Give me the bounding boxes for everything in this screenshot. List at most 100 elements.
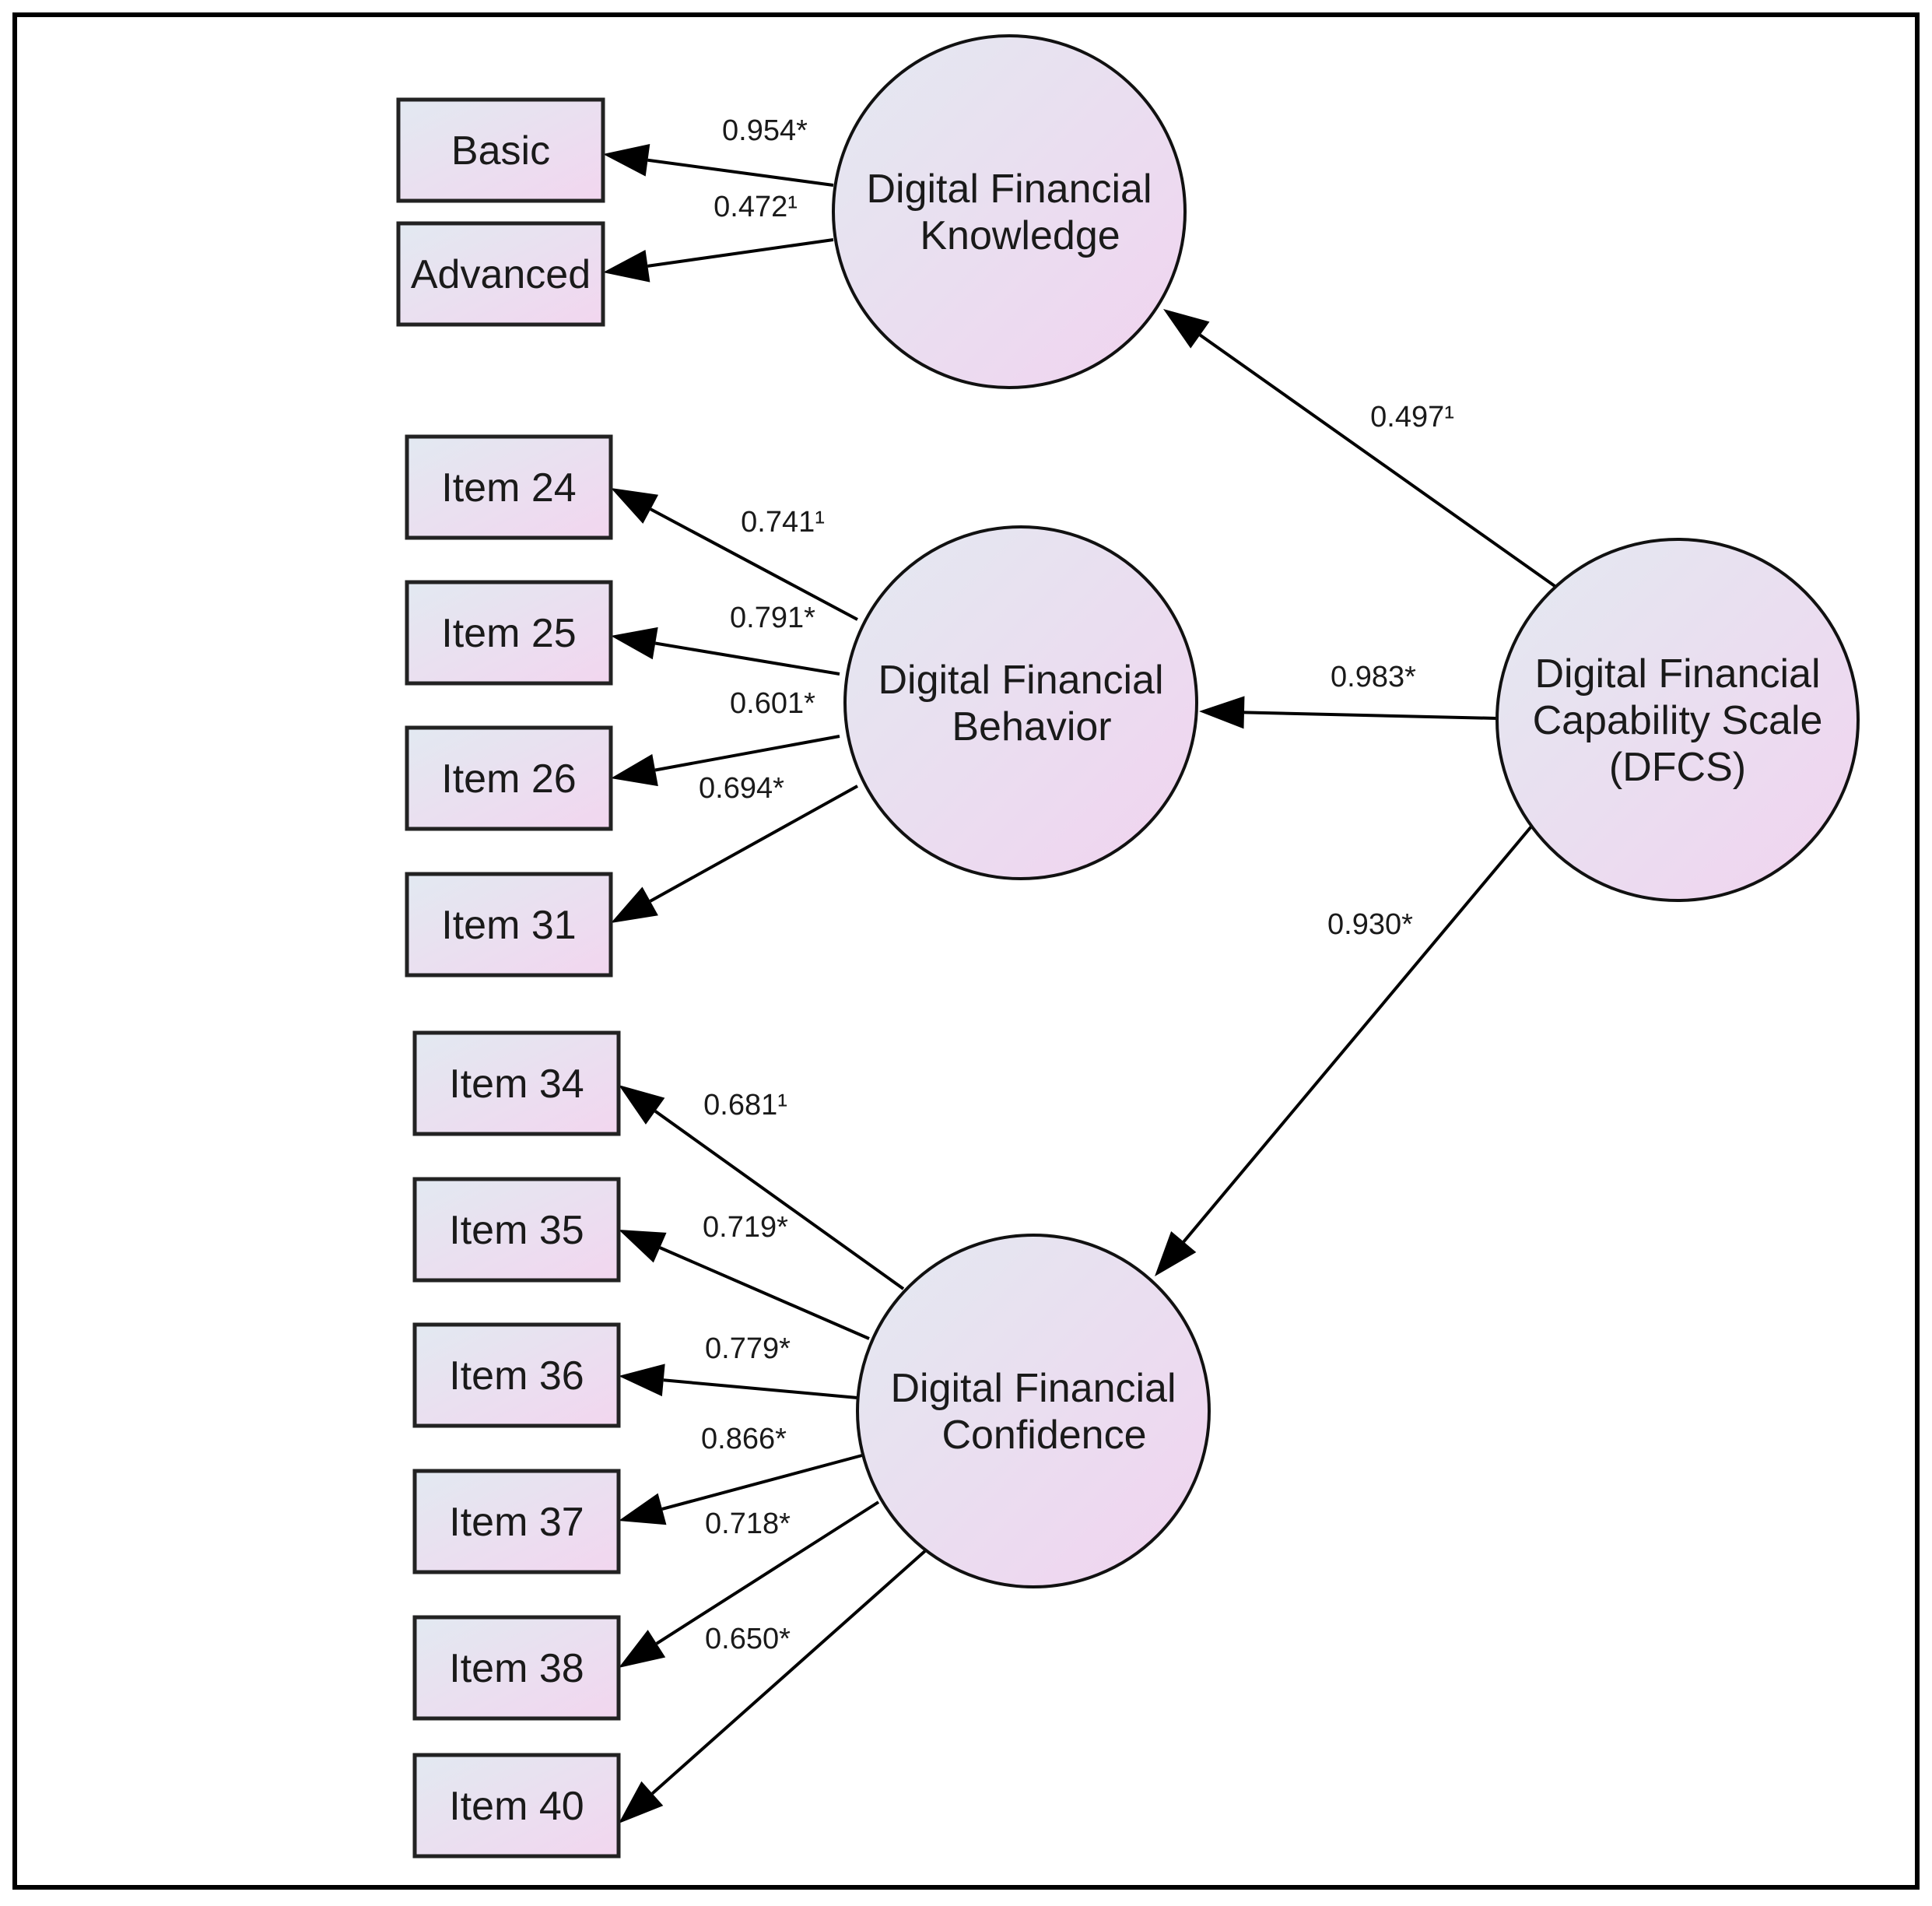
path-line-dfc-i35 [659,1246,870,1340]
observed-box [396,221,605,327]
arrowhead [611,886,658,923]
path-dfc-i36 [619,1364,858,1399]
latent-label-line: Digital Financial [866,167,1152,212]
arrowhead [611,627,658,660]
latent-label-line: Capability Scale [1533,698,1823,743]
observed-i36: Item 36 [412,1322,621,1428]
path-dfc-i35 [619,1230,870,1340]
path-line-dfcs-dfk [1199,333,1559,589]
path-line-dfk-advanced [647,238,834,268]
observed-label: Basic [451,128,550,174]
observed-label: Item 31 [441,903,576,948]
path-line-dfb-i26 [654,735,840,772]
observed-box [412,1753,621,1859]
path-dfcs-dfb [1199,696,1498,729]
path-line-dfb-i24 [650,507,858,621]
figure-frame [12,12,1920,1890]
observed-i38: Item 38 [412,1615,621,1721]
path-coefficient-dfc-i40: 0.650* [705,1623,791,1655]
observed-label: Item 26 [441,756,576,802]
observed-box [412,1030,621,1136]
arrowhead [619,1230,667,1263]
observed-box [405,725,613,831]
arrowhead [611,753,658,787]
path-line-dfc-i40 [651,1548,928,1795]
latent-circle [843,525,1198,880]
arrowhead [1199,696,1245,729]
paths-layer [603,143,1559,1824]
arrowhead [1163,309,1210,349]
latent-label-line: Knowledge [920,213,1120,258]
observed-box [412,1469,621,1574]
path-coefficient-dfk-advanced: 0.472¹ [714,191,798,223]
path-line-dfk-basic [647,158,834,187]
observed-box [412,1615,621,1721]
observed-i37: Item 37 [412,1469,621,1574]
arrowhead [603,250,650,283]
path-dfcs-dfk [1163,309,1559,589]
path-coefficient-dfb-i31: 0.694* [699,772,784,805]
latent-label-line: Digital Financial [878,658,1163,703]
path-line-dfcs-dfb [1243,711,1498,720]
latent-label-line: Confidence [941,1413,1146,1458]
arrowhead [619,1781,664,1824]
path-dfk-basic [603,143,834,187]
arrowhead [619,1630,666,1668]
path-dfb-i26 [611,735,840,787]
arrowhead [603,143,650,177]
path-coefficient-dfb-i24: 0.741¹ [741,506,825,539]
path-coefficient-dfb-i26: 0.601* [730,687,815,720]
latent-circle [856,1234,1211,1588]
path-line-dfc-i37 [661,1454,863,1511]
path-line-dfb-i25 [654,641,840,676]
observed-box [412,1322,621,1428]
path-coefficient-dfk-basic: 0.954* [722,114,808,147]
path-dfb-i31 [611,785,858,923]
observed-label: Item 35 [449,1208,584,1253]
path-line-dfb-i31 [649,785,858,903]
observed-i25: Item 25 [405,580,613,686]
observed-label: Item 37 [449,1500,584,1545]
path-dfb-i25 [611,627,840,676]
observed-label: Item 34 [449,1062,584,1107]
path-coefficient-dfc-i34: 0.681¹ [703,1089,787,1121]
latent-circle [832,34,1187,389]
path-coefficient-dfcs-dfk: 0.497¹ [1370,401,1454,434]
path-line-dfc-i36 [663,1378,858,1399]
path-coefficient-dfc-i37: 0.866* [701,1423,787,1455]
observed-label: Advanced [411,252,591,297]
latent-label-line: Digital Financial [890,1366,1176,1411]
path-dfk-advanced [603,238,834,283]
observed-box [405,872,613,978]
observed-advanced: Advanced [396,221,605,327]
observed-label: Item 38 [449,1646,584,1691]
path-labels-layer: 0.497¹0.983*0.930*0.954*0.472¹0.741¹0.79… [699,114,1454,1655]
latent-label-line: (DFCS) [1609,745,1746,790]
arrowhead [1155,1231,1197,1276]
observed-label: Item 40 [449,1784,584,1829]
path-dfb-i24 [611,488,858,621]
path-line-dfcs-dfc [1182,825,1533,1243]
path-line-dfc-i34 [654,1110,905,1290]
observed-box [396,97,605,203]
observed-label: Item 25 [441,611,576,656]
arrowhead [611,488,659,524]
path-dfc-i34 [619,1085,905,1290]
latent-circle [1495,538,1860,902]
path-line-dfc-i38 [655,1501,880,1645]
observed-i34: Item 34 [412,1030,621,1136]
observed-i35: Item 35 [412,1177,621,1283]
path-dfc-i37 [619,1454,863,1525]
path-coefficient-dfc-i36: 0.779* [705,1332,791,1365]
arrowhead [619,1364,665,1397]
arrowhead [619,1085,665,1125]
path-coefficient-dfc-i35: 0.719* [703,1211,788,1244]
observed-i26: Item 26 [405,725,613,831]
observed-basic: Basic [396,97,605,203]
